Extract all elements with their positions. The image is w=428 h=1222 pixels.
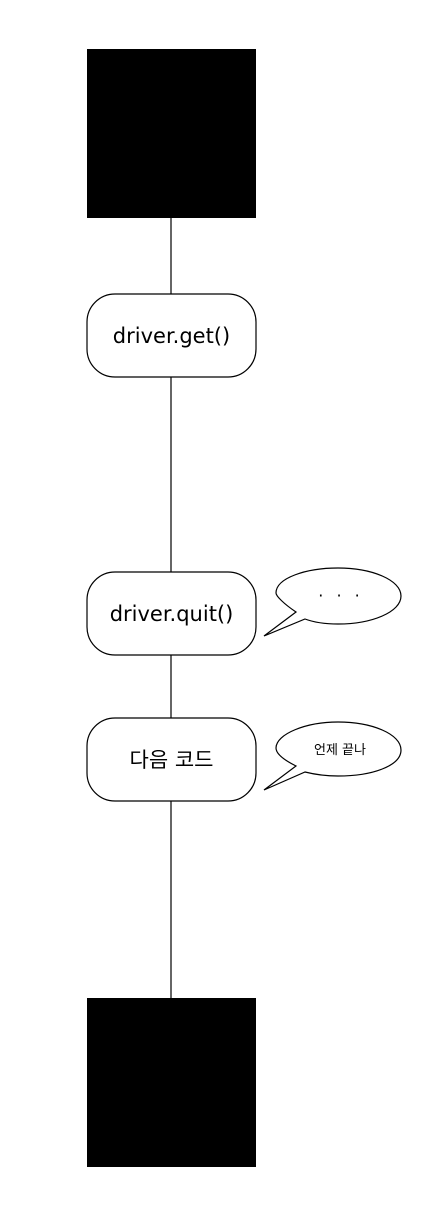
- node-driver-quit: driver.quit(): [86, 571, 257, 656]
- speech-bubble-next-text: 언제 끝나: [314, 743, 366, 758]
- node-driver-get: driver.get(): [86, 293, 257, 378]
- start-terminal-block: [87, 49, 256, 218]
- speech-bubble-next-shape: [263, 721, 402, 791]
- end-terminal-block: [87, 998, 256, 1167]
- node-next-code: 다음 코드: [86, 717, 257, 802]
- node-driver-get-label: driver.get(): [113, 324, 230, 348]
- speech-bubble-quit-shape: [263, 567, 402, 637]
- speech-bubble-next: 언제 끝나: [263, 721, 402, 791]
- node-driver-quit-label: driver.quit(): [110, 602, 234, 626]
- speech-bubble-quit: · · ·: [263, 567, 402, 637]
- node-next-code-label: 다음 코드: [130, 748, 214, 772]
- speech-bubble-quit-text: · · ·: [318, 586, 363, 605]
